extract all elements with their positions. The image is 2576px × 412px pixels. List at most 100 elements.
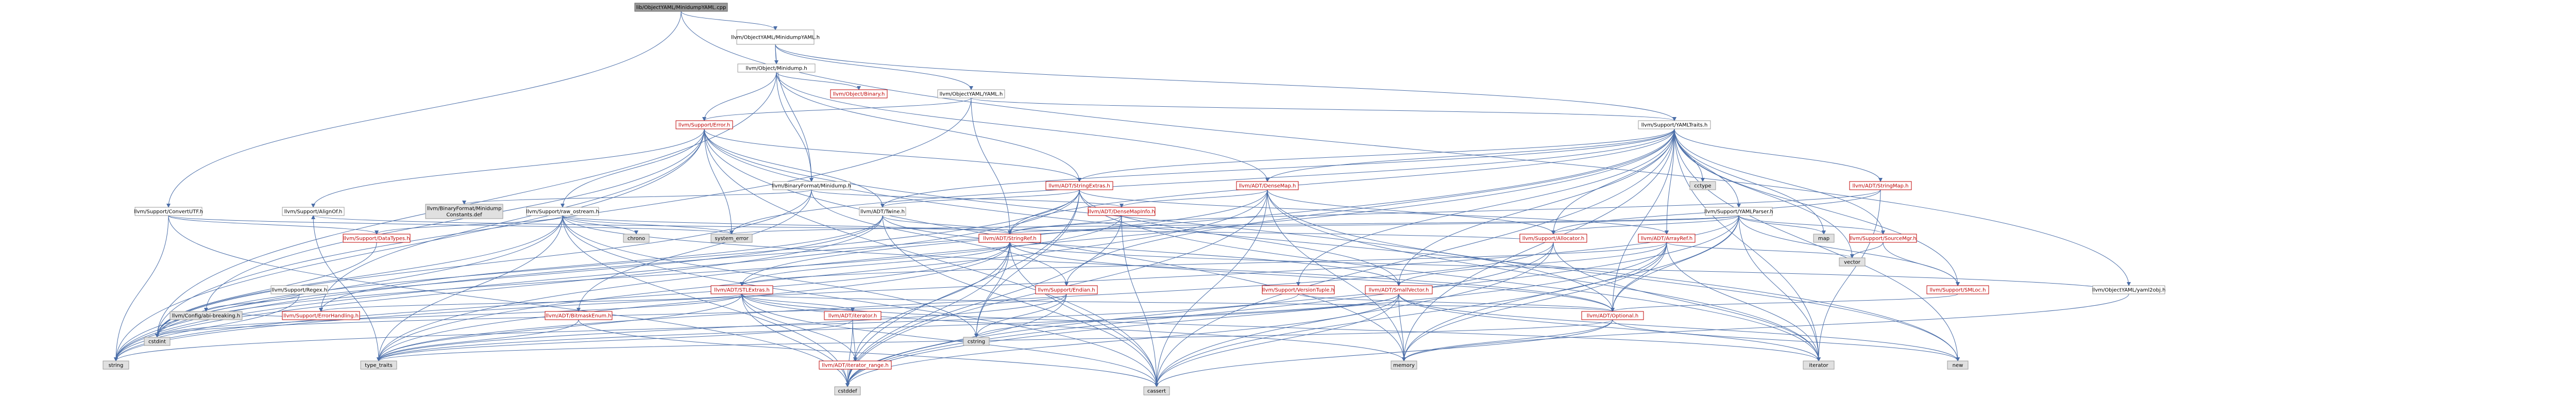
node-stringmap[interactable]: llvm/ADT/StringMap.h xyxy=(1849,181,1912,190)
edge-yamltraits-to-systemerror xyxy=(730,128,1675,235)
edge-root-to-minidumpyaml xyxy=(681,11,777,30)
edge-smallvector-to-new xyxy=(1398,293,1960,361)
edge-arrayref-to-cstddef xyxy=(845,242,1667,387)
node-label: llvm/ADT/StringExtras.h xyxy=(1048,184,1110,189)
edge-smallvector-to-iteratorstd xyxy=(1398,293,1821,361)
edge-densemapinfo-to-stringref xyxy=(1008,215,1122,235)
node-label: llvm/ADT/ArrayRef.h xyxy=(1641,236,1693,242)
node-arrayref[interactable]: llvm/ADT/ArrayRef.h xyxy=(1638,234,1696,243)
edge-densemap-to-densemapinfo xyxy=(1120,189,1268,208)
node-label: llvm/ADT/iterator.h xyxy=(828,314,877,319)
node-label: llvm/ADT/DenseMapInfo.h xyxy=(1088,209,1155,215)
node-yamlparser[interactable]: llvm/Support/YAMLParser.h xyxy=(1704,207,1773,216)
edge-yamltraits-to-versiontuple xyxy=(1296,128,1675,286)
edge-stringref-to-iteratorrange xyxy=(853,242,1010,361)
edge-yamlparser-to-sourcemgr xyxy=(1738,215,1885,235)
node-label: llvm/ADT/Twine.h xyxy=(860,209,905,215)
node-objminidump[interactable]: llvm/Object/Minidump.h xyxy=(737,63,816,73)
edge-optional-to-new xyxy=(1612,319,1960,361)
edge-densemap-to-cassert xyxy=(1155,189,1268,387)
graph-nodes: lib/ObjectYAML/MinidumpYAML.cpp llvm/Obje… xyxy=(103,3,2165,395)
node-errorhandling[interactable]: llvm/Support/ErrorHandling.h xyxy=(282,311,360,320)
edge-stlextras-to-optional xyxy=(741,293,1615,312)
node-regex[interactable]: llvm/Support/Regex.h xyxy=(270,285,328,294)
node-bitmaskenum[interactable]: llvm/ADT/BitmaskEnum.h xyxy=(545,311,613,320)
node-memory: memory xyxy=(1391,360,1417,370)
node-iteratorrange[interactable]: llvm/ADT/iterator_range.h xyxy=(819,360,892,370)
edge-stringextras-to-iteratorstd xyxy=(1079,189,1821,361)
node-smallvector[interactable]: llvm/ADT/SmallVector.h xyxy=(1365,285,1433,294)
node-label: iterator xyxy=(1809,363,1828,369)
edge-yamltraits-to-memory xyxy=(1402,128,1675,361)
node-yamltraits[interactable]: llvm/Support/YAMLTraits.h xyxy=(1638,120,1711,129)
edge-stlextras-to-iteratorstd xyxy=(741,293,1821,361)
node-datatypes[interactable]: llvm/Support/DataTypes.h xyxy=(343,234,411,243)
node-typetraits: type_traits xyxy=(360,360,397,370)
edge-objminidump-to-densemap xyxy=(776,72,1269,182)
edge-densemap-to-new xyxy=(1267,189,1960,361)
edge-stlextras-to-cassert xyxy=(741,293,1159,387)
edge-yamltraits-to-endian xyxy=(1064,128,1675,286)
node-stringextras[interactable]: llvm/ADT/StringExtras.h xyxy=(1045,181,1113,190)
edge-datatypes-to-cstdint xyxy=(155,242,377,338)
node-optional[interactable]: llvm/ADT/Optional.h xyxy=(1581,311,1644,320)
edge-stringextras-to-string xyxy=(114,189,1080,361)
node-stlextras[interactable]: llvm/ADT/STLExtras.h xyxy=(710,285,773,294)
node-sourcemgr[interactable]: llvm/Support/SourceMgr.h xyxy=(1849,234,1917,243)
edge-smloc-to-optional xyxy=(1611,293,1958,312)
node-twine[interactable]: llvm/ADT/Twine.h xyxy=(859,207,906,216)
node-objbinary[interactable]: llvm/Object/Binary.h xyxy=(830,89,888,98)
node-smloc[interactable]: llvm/Support/SMLoc.h xyxy=(1926,285,1989,294)
node-objyaml[interactable]: llvm/ObjectYAML/YAML.h xyxy=(937,89,1005,98)
node-label: llvm/ADT/StringMap.h xyxy=(1852,184,1908,189)
node-chrono: chrono xyxy=(623,234,650,243)
edge-supporterror-to-stringextras xyxy=(704,128,1081,182)
edge-yamltraits-to-iteratorstd xyxy=(1674,128,1821,361)
node-supporterror[interactable]: llvm/Support/Error.h xyxy=(675,120,733,129)
edge-stringref-to-typetraits xyxy=(377,242,1010,361)
edge-rawostream-to-string xyxy=(114,215,563,361)
node-label: llvm/Support/SMLoc.h xyxy=(1930,288,1986,293)
node-minidumpyaml[interactable]: llvm/ObjectYAML/MinidumpYAML.h xyxy=(731,29,820,45)
node-label: type_traits xyxy=(365,363,392,369)
node-densemap[interactable]: llvm/ADT/DenseMap.h xyxy=(1236,181,1299,190)
node-yamlstrtab[interactable]: llvm/ObjectYAML/yaml2obj.h xyxy=(2092,285,2166,294)
edge-yamltraits-to-stringmap xyxy=(1674,128,1883,182)
node-densemapinfo[interactable]: llvm/ADT/DenseMapInfo.h xyxy=(1088,207,1156,216)
node-iterator[interactable]: llvm/ADT/iterator.h xyxy=(824,311,882,320)
node-label: llvm/ADT/StringRef.h xyxy=(983,236,1036,242)
node-allocator[interactable]: llvm/Support/Allocator.h xyxy=(1519,234,1587,243)
edge-versiontuple-to-optional xyxy=(1298,293,1615,312)
edge-allocator-to-typetraits xyxy=(377,242,1554,361)
node-endian[interactable]: llvm/Support/Endian.h xyxy=(1035,285,1098,294)
edge-arrayref-to-stlextras xyxy=(740,242,1667,286)
edge-stlextras-to-typetraits xyxy=(377,293,742,361)
edge-rawostream-to-datatypes xyxy=(375,215,563,235)
edge-yamlparser-to-allocator xyxy=(1551,215,1739,235)
edge-rawostream-to-systemerror xyxy=(562,215,734,235)
node-rawostream[interactable]: llvm/Support/raw_ostream.h xyxy=(526,207,599,216)
edge-objminidump-to-binaryminidump xyxy=(776,72,814,182)
node-label: llvm/ADT/DenseMap.h xyxy=(1239,184,1296,189)
graph-edges xyxy=(114,11,2131,387)
edge-twine-to-cstdint xyxy=(155,215,883,338)
node-label: llvm/BinaryFormat/Minidump xyxy=(427,206,502,212)
node-alignof[interactable]: llvm/Support/AlignOf.h xyxy=(282,207,345,216)
node-binaryminidump[interactable]: llvm/BinaryFormat/Minidump.h xyxy=(772,181,851,190)
node-label: cstddef xyxy=(838,389,857,394)
edge-optional-to-typetraits xyxy=(377,319,1613,361)
edge-root-to-convertutf xyxy=(166,11,682,208)
edge-convertutf-to-systemerror xyxy=(168,215,734,235)
node-label: llvm/Support/SourceMgr.h xyxy=(1850,236,1917,242)
edge-convertutf-to-cstddef xyxy=(168,215,850,387)
edge-endian-to-cstring xyxy=(974,293,1067,338)
edge-binaryminidump-to-minidumpconstants xyxy=(462,189,812,205)
node-label: llvm/ObjectYAML/YAML.h xyxy=(940,92,1003,97)
node-root[interactable]: lib/ObjectYAML/MinidumpYAML.cpp xyxy=(634,3,728,12)
node-versiontuple[interactable]: llvm/Support/VersionTuple.h xyxy=(1262,285,1335,294)
edge-twine-to-string xyxy=(114,215,883,361)
node-convertutf[interactable]: llvm/Support/ConvertUTF.h xyxy=(134,207,203,216)
node-stringref[interactable]: llvm/ADT/StringRef.h xyxy=(978,234,1041,243)
